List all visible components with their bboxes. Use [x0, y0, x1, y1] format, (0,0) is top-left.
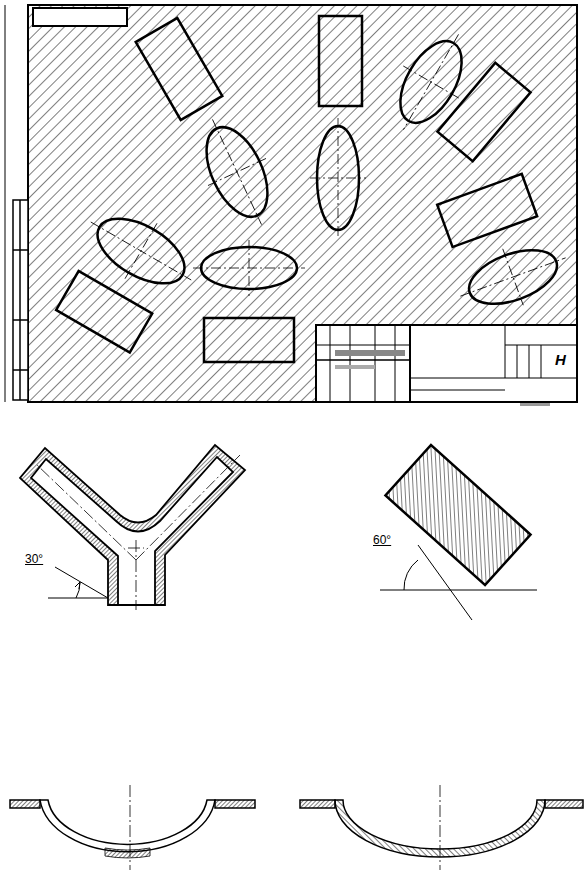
- shell-section-left: [10, 785, 255, 870]
- sheet-letter: Н: [554, 353, 567, 366]
- template-shapes: [56, 16, 564, 362]
- solid-block-section: [380, 445, 537, 620]
- angle-dimension: 60°: [372, 534, 392, 547]
- center-lines: [75, 18, 576, 324]
- shell-section-right: [300, 785, 583, 870]
- sheet-frame: [28, 5, 577, 402]
- stamp-strip: [13, 200, 28, 400]
- title-block: [316, 325, 577, 406]
- y-pipe-section: [20, 445, 245, 610]
- angle-dimension: 30°: [24, 553, 44, 566]
